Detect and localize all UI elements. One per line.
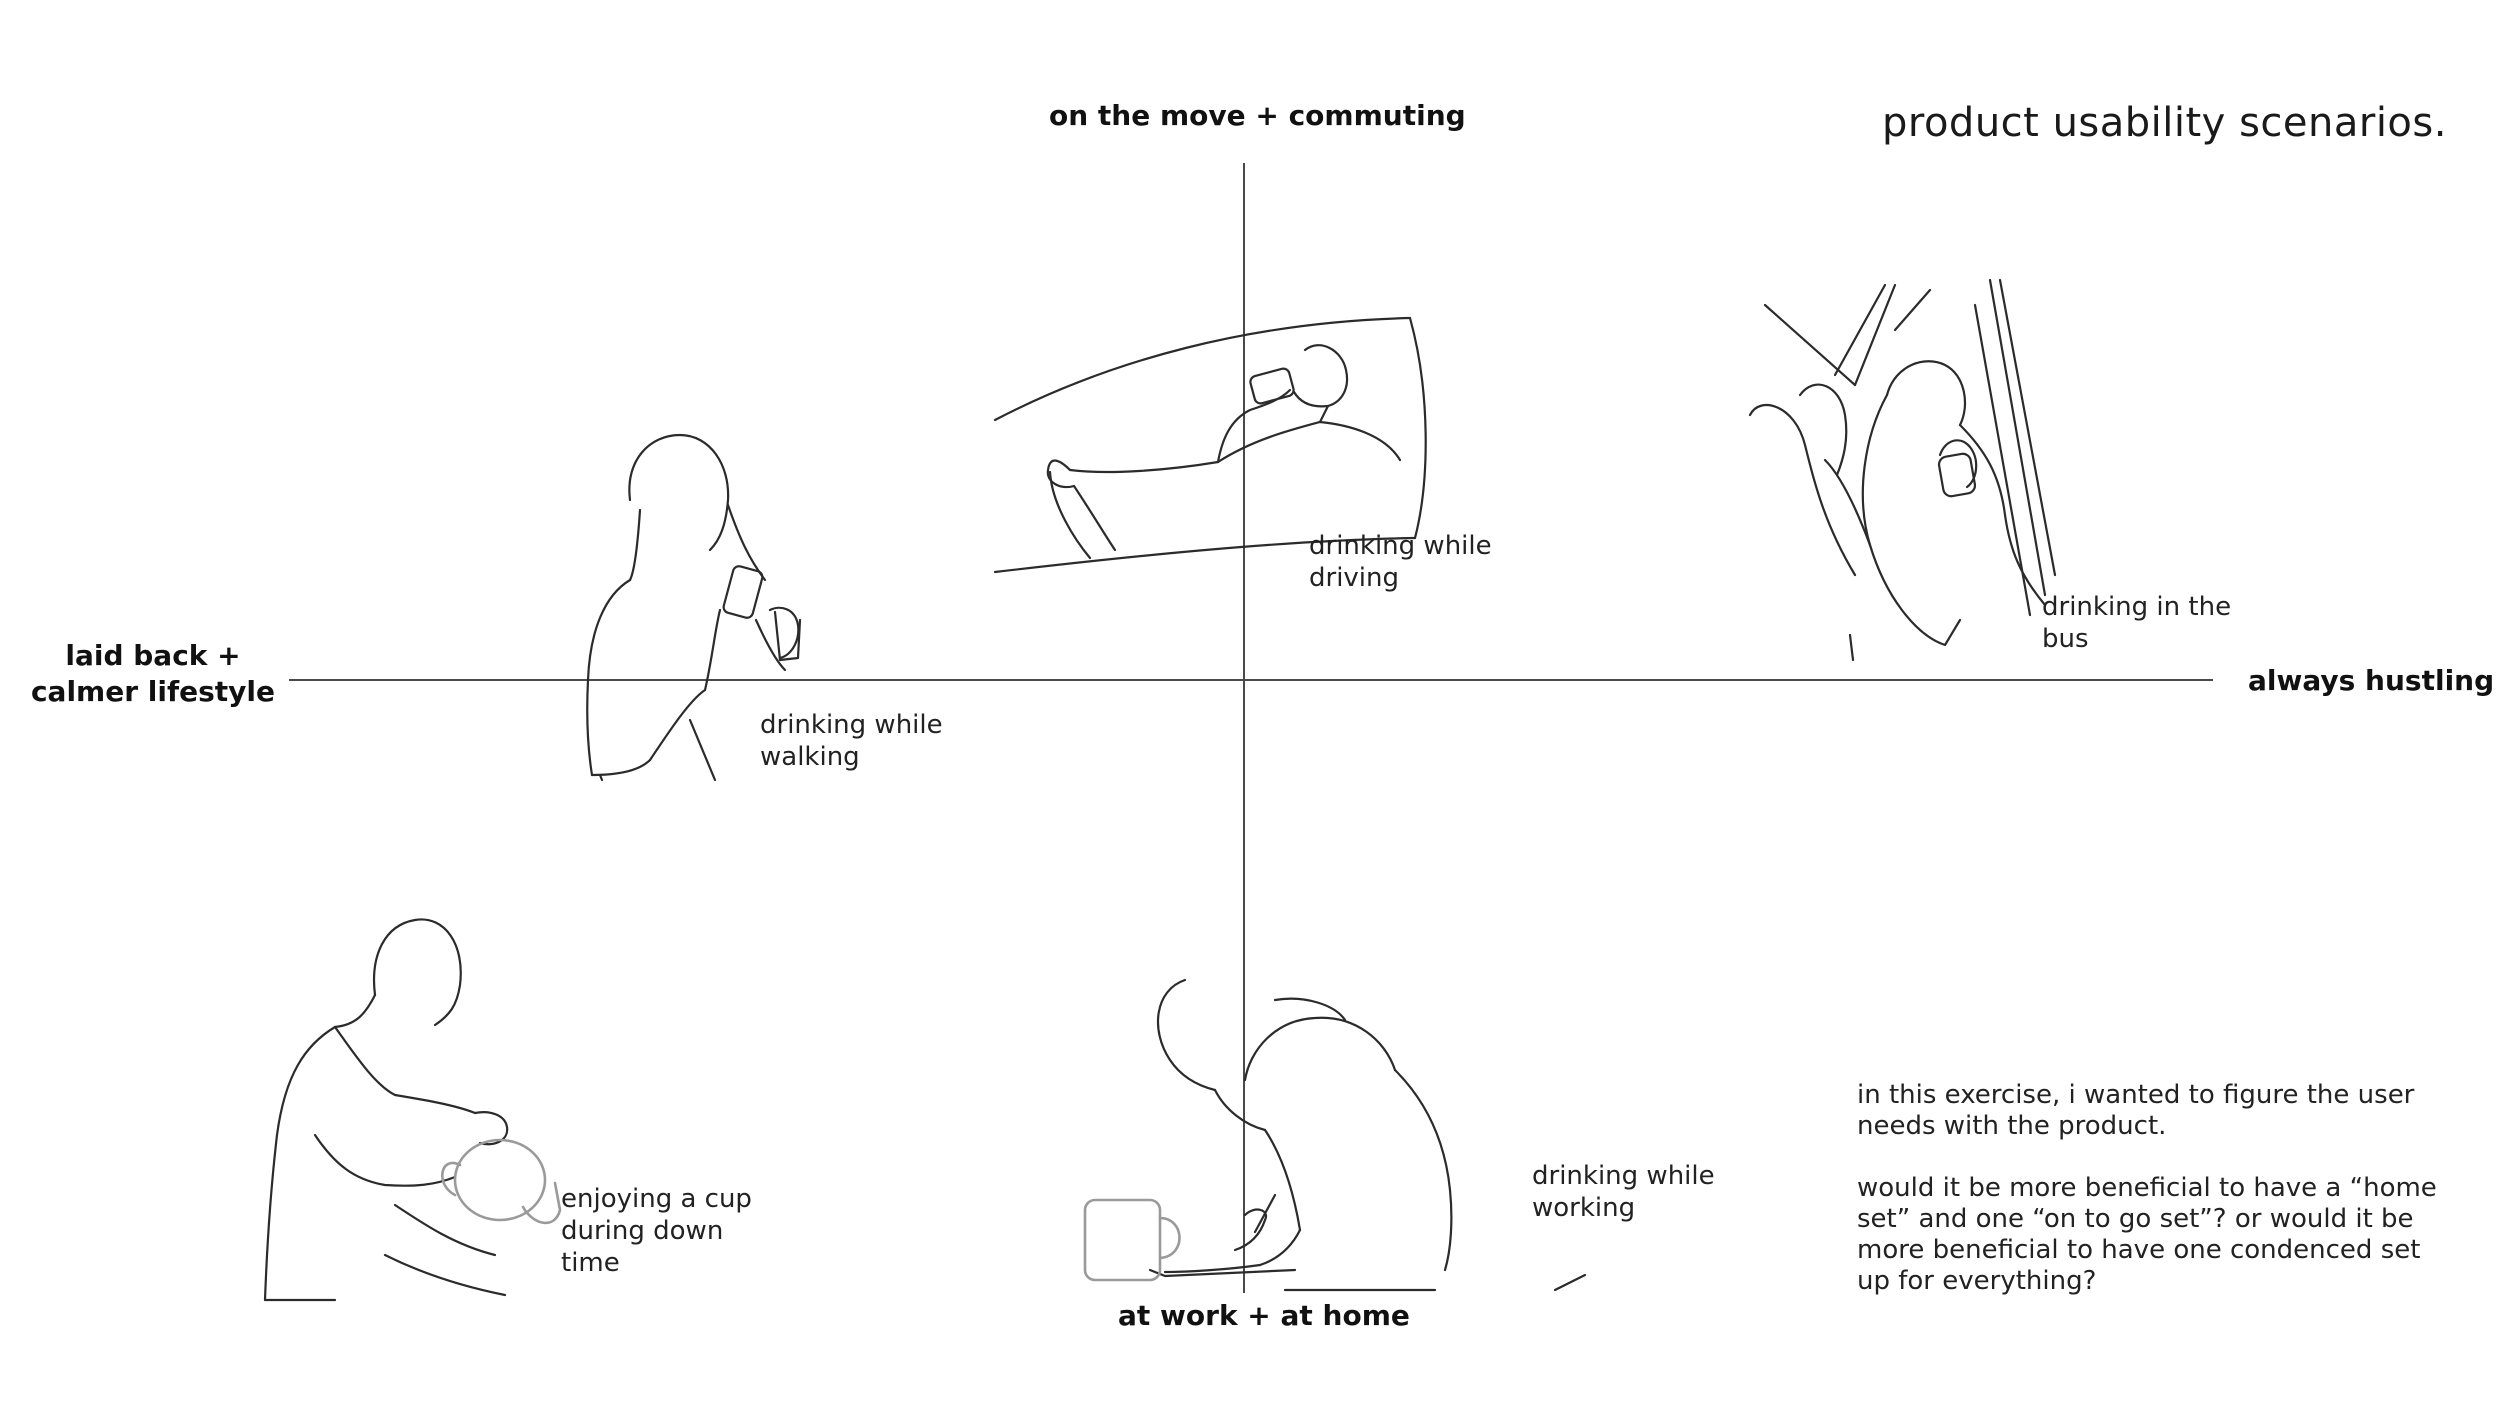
vertical-axis [1243,163,1245,1293]
caption-line: bus [2042,624,2089,654]
notes-line: set” and one “on to go set”? or would it… [1857,1204,2414,1234]
axis-label-bottom: at work + at home [1118,1299,1410,1332]
notes-paragraph: in this exercise, i wanted to figure the… [1857,1080,2477,1142]
caption-line: working [1532,1193,1636,1223]
pouring-sketch-icon [263,918,562,1302]
driving-sketch-icon [993,316,1427,574]
caption-line: during down [561,1216,724,1246]
caption-walking: drinking while walking [760,709,943,773]
notes-line: up for everything? [1857,1266,2097,1296]
caption-line: enjoying a cup [561,1184,752,1214]
notes-text: in this exercise, i wanted to figure the… [1857,1080,2477,1297]
notes-line: would it be more beneficial to have a “h… [1857,1173,2437,1203]
caption-cup: enjoying a cup during down time [561,1183,752,1279]
notes-line: in this exercise, i wanted to figure the… [1857,1080,2415,1110]
notes-paragraph: would it be more beneficial to have a “h… [1857,1173,2477,1297]
caption-driving: drinking while driving [1309,530,1492,594]
caption-line: drinking in the [2042,592,2232,622]
caption-line: time [561,1248,620,1278]
notes-line: needs with the product. [1857,1111,2167,1141]
caption-line: drinking while [760,710,943,740]
working-sketch-icon [1083,978,1587,1292]
axis-label-left-line: calmer lifestyle [30,675,276,708]
walking-sketch-icon [586,433,802,782]
caption-working: drinking while working [1532,1160,1715,1224]
page-title: product usability scenarios. [1882,100,2447,146]
axis-label-left-line: laid back + [65,639,241,672]
caption-line: driving [1309,563,1400,593]
caption-bus: drinking in the bus [2042,591,2231,655]
caption-line: drinking while [1309,531,1492,561]
caption-line: drinking while [1532,1161,1715,1191]
bus-sketch-icon [1748,278,2057,662]
caption-line: walking [760,742,860,772]
axis-label-left: laid back + calmer lifestyle [28,638,278,710]
axis-label-top: on the move + commuting [1049,99,1466,132]
axis-label-right: always hustling [2248,664,2495,697]
horizontal-axis [289,679,2213,681]
notes-line: more beneficial to have one condenced se… [1857,1235,2421,1265]
